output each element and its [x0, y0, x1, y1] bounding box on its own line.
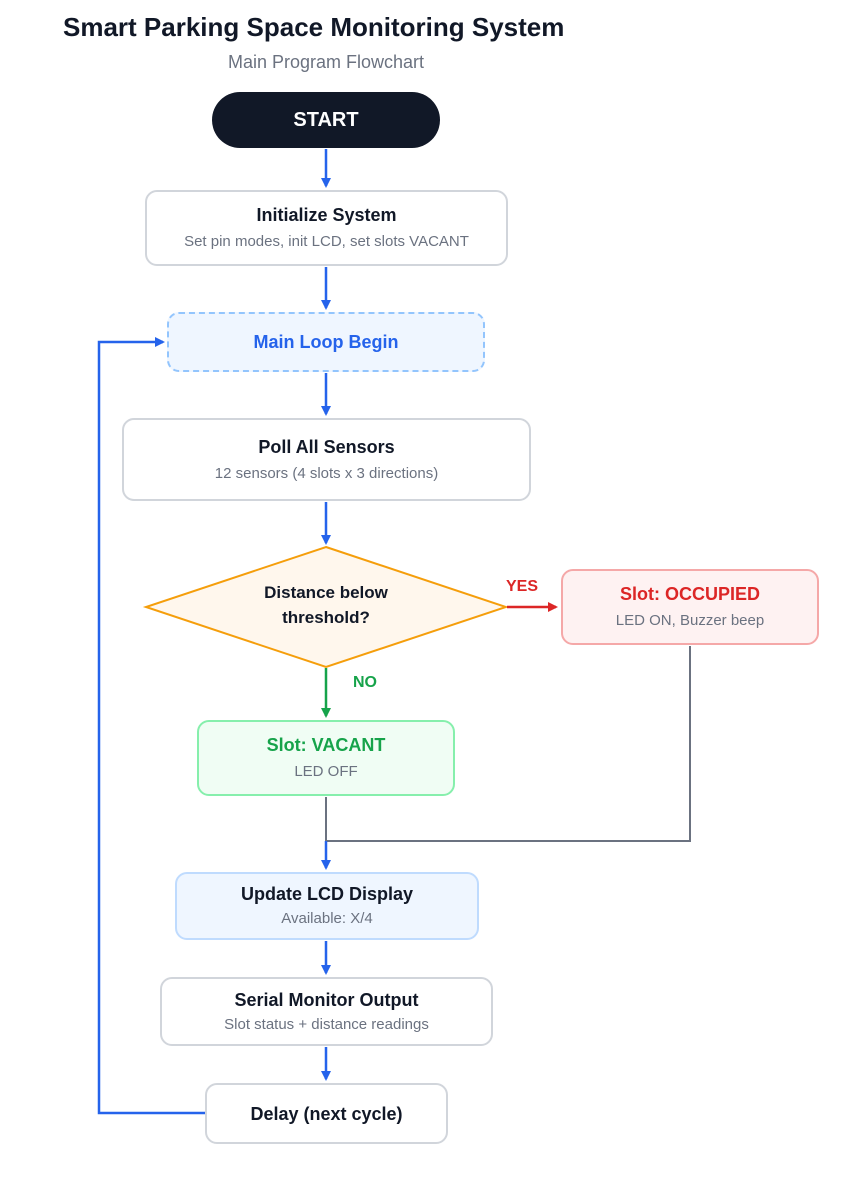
yes-branch-label: YES [506, 578, 539, 595]
arrow-loop-back [97, 337, 205, 1115]
main-loop-node[interactable]: Main Loop Begin [167, 312, 485, 372]
delay-title: Delay (next cycle) [250, 1103, 403, 1124]
decision-diamond[interactable] [142, 545, 510, 669]
no-branch-label: NO [353, 674, 377, 691]
update-lcd-title: Update LCD Display [240, 884, 414, 904]
decision-label: Distance below threshold? [264, 583, 388, 627]
main-loop-title: Main Loop Begin [253, 332, 399, 352]
slot-vacant-title: Slot: VACANT [266, 735, 386, 755]
page-subtitle: Main Program Flowchart [227, 52, 425, 72]
initialize-system-title: Initialize System [256, 205, 397, 225]
page-title: Smart Parking Space Monitoring System [63, 12, 565, 42]
serial-output-title: Serial Monitor Output [234, 989, 419, 1010]
initialize-system-detail: Set pin modes, init LCD, set slots VACAN… [184, 233, 469, 250]
slot-occupied-node[interactable]: Slot: OCCUPIED LED ON, Buzzer beep [561, 569, 819, 645]
serial-output-node[interactable]: Serial Monitor Output Slot status + dist… [160, 977, 493, 1046]
poll-sensors-node[interactable]: Poll All Sensors 12 sensors (4 slots x 3… [122, 418, 531, 501]
poll-sensors-title: Poll All Sensors [258, 436, 395, 457]
serial-output-detail: Slot status + distance readings [224, 1015, 429, 1033]
initialize-system-node[interactable]: Initialize System Set pin modes, init LC… [145, 190, 508, 266]
update-lcd-node[interactable]: Update LCD Display Available: X/4 [175, 872, 479, 940]
start-label: START [293, 109, 359, 131]
slot-occupied-title: Slot: OCCUPIED [619, 584, 760, 604]
slot-occupied-detail: LED ON, Buzzer beep [615, 612, 765, 629]
slot-vacant-detail: LED OFF [294, 763, 358, 780]
slot-vacant-node[interactable]: Slot: VACANT LED OFF [197, 720, 455, 796]
update-lcd-detail: Available: X/4 [281, 910, 373, 927]
delay-node[interactable]: Delay (next cycle) [205, 1083, 448, 1144]
start-node[interactable]: START [212, 92, 440, 148]
poll-sensors-detail: 12 sensors (4 slots x 3 directions) [214, 464, 439, 482]
connector-occupied-merge [326, 646, 691, 842]
